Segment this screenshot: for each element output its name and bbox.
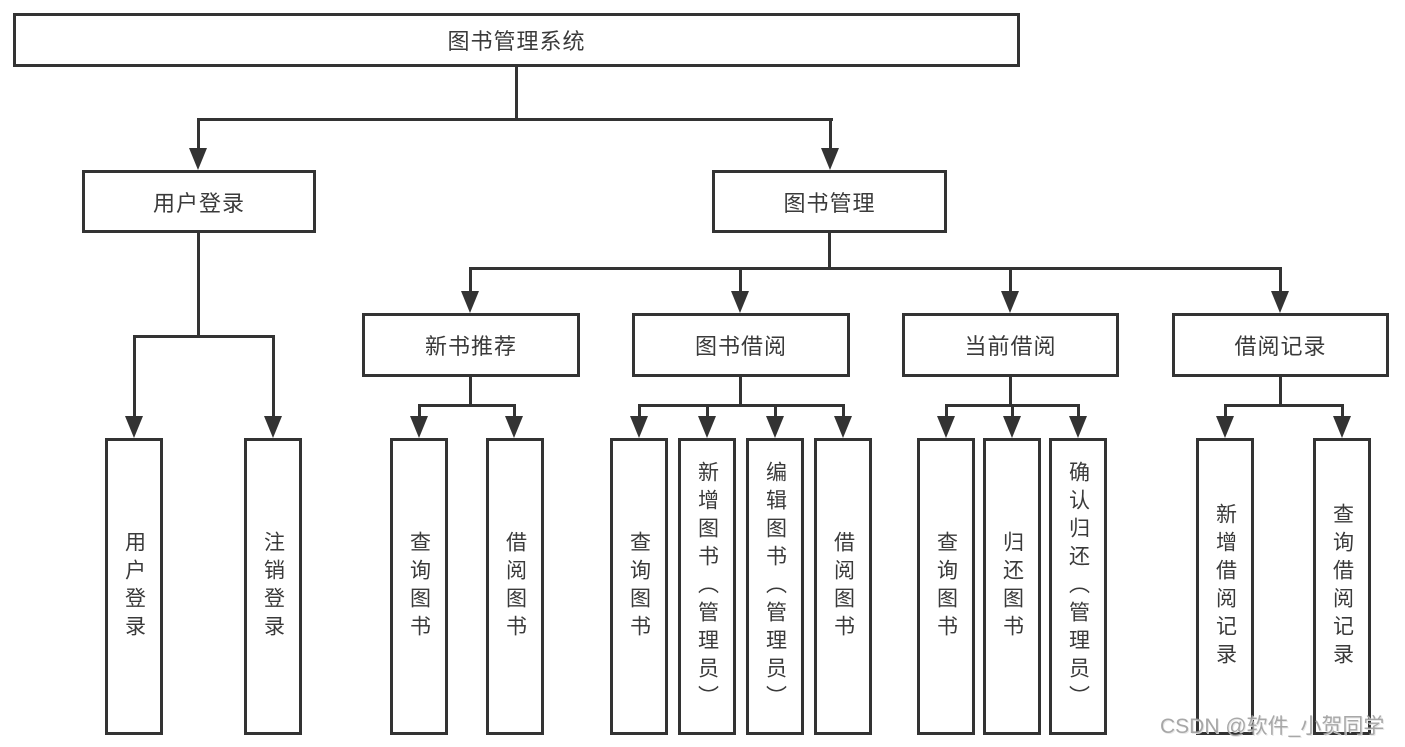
leaf-label: 编辑图书（管理员） <box>763 460 787 713</box>
connector-line <box>638 404 845 407</box>
node-user-login: 用户登录 <box>82 170 316 233</box>
node-book-borrow: 图书借阅 <box>632 313 850 377</box>
connector-line <box>1279 377 1282 407</box>
arrow-down-icon <box>1001 291 1019 313</box>
leaf-logout: 注销登录 <box>244 438 302 735</box>
connector-line <box>272 335 275 420</box>
leaf-user-login: 用户登录 <box>105 438 163 735</box>
connector-line <box>638 404 641 418</box>
leaf-label: 归还图书 <box>1000 530 1024 643</box>
leaf-add-borrow-record: 新增借阅记录 <box>1196 438 1254 735</box>
leaf-query-books-recommend: 查询图书 <box>390 438 448 735</box>
arrow-down-icon <box>1216 416 1234 438</box>
arrow-down-icon <box>125 416 143 438</box>
node-borrow-records: 借阅记录 <box>1172 313 1389 377</box>
node-current-borrow: 当前借阅 <box>902 313 1119 377</box>
arrow-down-icon <box>630 416 648 438</box>
connector-line <box>739 267 742 293</box>
arrow-down-icon <box>505 416 523 438</box>
connector-line <box>829 118 832 152</box>
leaf-label: 用户登录 <box>122 530 146 643</box>
node-label: 图书管理 <box>783 190 876 216</box>
leaf-query-books-current: 查询图书 <box>917 438 975 735</box>
leaf-query-books-borrow: 查询图书 <box>610 438 668 735</box>
node-label: 用户登录 <box>152 190 245 216</box>
arrow-down-icon <box>821 148 839 170</box>
arrow-down-icon <box>1333 416 1351 438</box>
connector-line <box>197 118 833 121</box>
leaf-label: 借阅图书 <box>831 530 855 643</box>
connector-line <box>842 404 845 418</box>
leaf-label: 新增借阅记录 <box>1213 502 1237 671</box>
arrow-down-icon <box>189 148 207 170</box>
connector-line <box>1224 404 1227 418</box>
leaf-borrow-books-recommend: 借阅图书 <box>486 438 544 735</box>
connector-line <box>469 267 472 293</box>
arrow-down-icon <box>1069 416 1087 438</box>
connector-line <box>418 404 516 407</box>
arrow-down-icon <box>410 416 428 438</box>
connector-line <box>1077 404 1080 418</box>
leaf-label: 借阅图书 <box>503 530 527 643</box>
node-book-management: 图书管理 <box>712 170 947 233</box>
arrow-down-icon <box>937 416 955 438</box>
csdn-watermark: CSDN @软件_小贺同学 <box>1160 715 1385 738</box>
leaf-confirm-return-admin: 确认归还（管理员） <box>1049 438 1107 735</box>
connector-line <box>1341 404 1344 418</box>
arrow-down-icon <box>766 416 784 438</box>
connector-line <box>1224 404 1344 407</box>
connector-line <box>1009 267 1012 293</box>
leaf-return-books: 归还图书 <box>983 438 1041 735</box>
connector-line <box>1009 377 1012 407</box>
node-label: 新书推荐 <box>424 334 517 359</box>
leaf-label: 查询借阅记录 <box>1330 502 1354 671</box>
connector-line <box>1279 267 1282 293</box>
connector-line <box>133 335 275 338</box>
leaf-label: 新增图书（管理员） <box>695 460 719 713</box>
arrow-down-icon <box>834 416 852 438</box>
node-label: 图书借阅 <box>694 334 787 359</box>
connector-line <box>945 404 948 418</box>
arrow-down-icon <box>264 416 282 438</box>
connector-line <box>706 404 709 418</box>
leaf-label: 查询图书 <box>934 530 958 643</box>
connector-line <box>828 233 831 270</box>
connector-line <box>739 377 742 407</box>
arrow-down-icon <box>731 291 749 313</box>
leaf-edit-books-admin: 编辑图书（管理员） <box>746 438 804 735</box>
node-label: 图书管理系统 <box>447 29 586 54</box>
arrow-down-icon <box>698 416 716 438</box>
arrow-down-icon <box>461 291 479 313</box>
connector-line <box>133 335 136 420</box>
arrow-down-icon <box>1271 291 1289 313</box>
node-label: 当前借阅 <box>964 334 1057 359</box>
connector-line <box>513 404 516 418</box>
arrow-down-icon <box>1003 416 1021 438</box>
leaf-label: 查询图书 <box>627 530 651 643</box>
node-label: 借阅记录 <box>1234 334 1327 359</box>
connector-line <box>197 233 200 337</box>
leaf-borrow-books: 借阅图书 <box>814 438 872 735</box>
leaf-label: 注销登录 <box>261 530 285 643</box>
connector-line <box>774 404 777 418</box>
leaf-label: 确认归还（管理员） <box>1066 460 1090 713</box>
connector-line <box>418 404 421 418</box>
leaf-query-borrow-record: 查询借阅记录 <box>1313 438 1371 735</box>
leaf-add-books-admin: 新增图书（管理员） <box>678 438 736 735</box>
connector-line <box>1011 404 1014 418</box>
leaf-label: 查询图书 <box>407 530 431 643</box>
connector-line <box>469 267 1282 270</box>
node-library-system: 图书管理系统 <box>13 13 1020 67</box>
connector-line <box>515 67 518 118</box>
connector-line <box>469 377 472 407</box>
node-new-book-recommend: 新书推荐 <box>362 313 580 377</box>
connector-line <box>197 118 200 152</box>
